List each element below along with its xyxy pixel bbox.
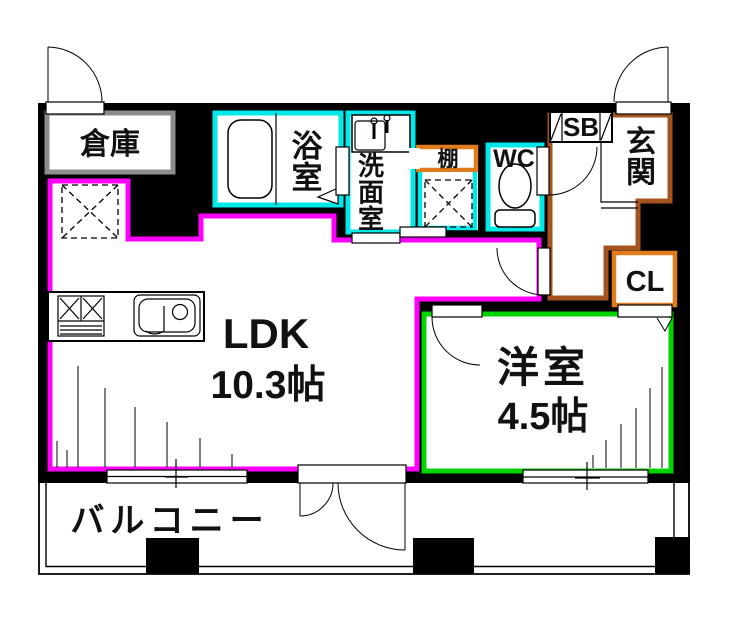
washer-nook-outline: [417, 172, 478, 231]
western-window: [522, 462, 649, 490]
refrigerator-space: [61, 184, 119, 239]
shoebox-label: SB: [563, 112, 599, 142]
entrance-door: [613, 46, 672, 115]
western-room: [421, 311, 674, 474]
storage-room: [44, 110, 176, 175]
closet-label: CL: [626, 266, 665, 298]
western-label: 洋室: [497, 344, 589, 391]
bath-door: [335, 146, 350, 196]
western-corner-hatch: [592, 367, 663, 468]
ldk-room: [47, 178, 542, 472]
shelf-opening: [409, 148, 420, 169]
shelf-label: 棚: [438, 147, 459, 171]
kitchen-window: [106, 459, 248, 488]
closet-door: [617, 304, 673, 333]
closet: [611, 250, 678, 308]
wc-door: [536, 146, 598, 196]
entrance-label: 玄関: [626, 125, 656, 190]
storage-door: [45, 46, 105, 115]
ldk-label: LDK: [223, 310, 309, 357]
bath-label: 浴室: [292, 129, 324, 196]
entrance-step-line: [600, 143, 638, 209]
balcony-label: バルコニー: [70, 502, 269, 540]
stove-icon: [57, 295, 105, 337]
shoe-box: [549, 111, 613, 143]
balcony-pillar: [146, 538, 199, 574]
washbasin-icon: [351, 114, 411, 153]
ldk-corner-hatch: [56, 366, 233, 468]
shelf-nook: [418, 145, 478, 172]
balcony-pillar: [655, 537, 690, 574]
washroom-label: 洗面室: [358, 151, 384, 234]
balcony-door: [297, 464, 407, 551]
western-room-door: [431, 304, 483, 366]
kitchen-sink-icon: [133, 294, 201, 337]
bathtub-icon: [227, 113, 339, 205]
washer-nook: [418, 172, 478, 230]
hallway-entrance: [547, 112, 673, 301]
western-size-label: 4.5帖: [498, 396, 589, 438]
balcony: [38, 483, 690, 575]
shelf-outline: [416, 144, 479, 173]
washroom-sliding-door: [351, 226, 447, 244]
storage-label: 倉庫: [79, 127, 140, 161]
ldk-size-label: 10.3帖: [211, 364, 326, 407]
washing-machine-space: [424, 179, 473, 228]
wc-label: WC: [493, 145, 535, 173]
ldk-door: [496, 247, 551, 296]
balcony-pillar: [413, 538, 474, 574]
kitchen-counter: [47, 291, 205, 342]
toilet-icon: [494, 163, 536, 228]
